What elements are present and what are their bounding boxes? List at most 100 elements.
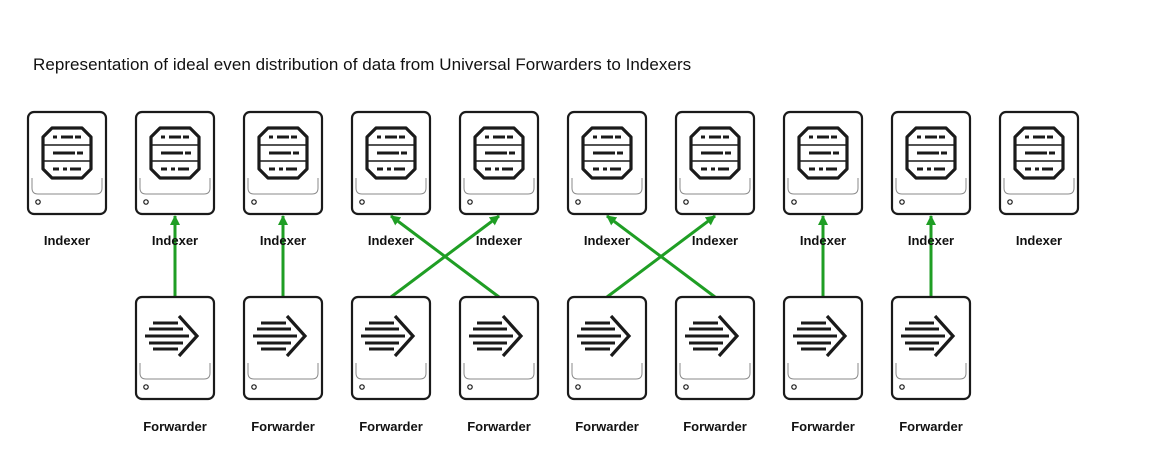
power-led — [143, 199, 149, 205]
server-bay-line — [139, 363, 211, 380]
data-flow-arrow — [606, 214, 716, 299]
forwarder-label: Forwarder — [899, 419, 963, 434]
server-bay-line — [895, 363, 967, 380]
forwarder-chevron — [501, 314, 524, 358]
indexer-node: Indexer — [242, 110, 324, 248]
server-bay-line — [679, 178, 751, 195]
forwarder-chevron — [285, 314, 308, 358]
indexer-label: Indexer — [692, 233, 738, 248]
forwarder-server-icon — [901, 314, 956, 358]
indexer-server-icon — [149, 126, 201, 180]
power-led — [467, 199, 473, 205]
power-led — [791, 384, 797, 390]
forwarder-label: Forwarder — [359, 419, 423, 434]
power-led — [35, 199, 41, 205]
server-bay-line — [463, 178, 535, 195]
indexer-label: Indexer — [908, 233, 954, 248]
indexer-label: Indexer — [1016, 233, 1062, 248]
forwarder-chevron — [609, 314, 632, 358]
indexer-node: Indexer — [890, 110, 972, 248]
power-led — [467, 384, 473, 390]
forwarder-node: Forwarder — [350, 295, 432, 434]
indexer-server-icon — [257, 126, 309, 180]
forwarder-chevron — [825, 314, 848, 358]
indexer-node: Indexer — [998, 110, 1080, 248]
forwarder-node: Forwarder — [242, 295, 324, 434]
forwarder-label: Forwarder — [143, 419, 207, 434]
forwarder-label: Forwarder — [575, 419, 639, 434]
diagram-title: Representation of ideal even distributio… — [33, 55, 692, 74]
indexer-label: Indexer — [260, 233, 306, 248]
indexer-label: Indexer — [476, 233, 522, 248]
forwarder-server-icon — [145, 314, 200, 358]
power-led — [1007, 199, 1013, 205]
forwarder-node: Forwarder — [134, 295, 216, 434]
indexer-node: Indexer — [350, 110, 432, 248]
power-led — [683, 199, 689, 205]
indexer-node: Indexer — [26, 110, 108, 248]
indexer-label: Indexer — [368, 233, 414, 248]
indexer-server-icon — [905, 126, 957, 180]
forwarder-server-icon — [793, 314, 848, 358]
power-led — [791, 199, 797, 205]
server-bay-line — [355, 178, 427, 195]
forwarder-label: Forwarder — [251, 419, 315, 434]
indexer-server-icon — [365, 126, 417, 180]
forwarder-server-icon — [577, 314, 632, 358]
forwarder-server-icon — [469, 314, 524, 358]
server-bay-line — [679, 363, 751, 380]
data-flow-arrow — [390, 214, 500, 299]
indexer-server-icon — [41, 126, 93, 180]
forwarder-server-icon — [253, 314, 308, 358]
forwarder-node: Forwarder — [890, 295, 972, 434]
indexer-node: Indexer — [782, 110, 864, 248]
indexer-label: Indexer — [152, 233, 198, 248]
power-led — [359, 384, 365, 390]
forwarder-label: Forwarder — [791, 419, 855, 434]
server-bay-line — [895, 178, 967, 195]
indexer-server-icon — [473, 126, 525, 180]
arrows-layer — [170, 214, 936, 299]
server-bay-line — [247, 363, 319, 380]
forwarder-node: Forwarder — [458, 295, 540, 434]
power-led — [251, 199, 257, 205]
indexer-server-icon — [689, 126, 741, 180]
server-bay-line — [571, 178, 643, 195]
indexer-server-icon — [797, 126, 849, 180]
forwarder-label: Forwarder — [467, 419, 531, 434]
forwarder-chevron — [393, 314, 416, 358]
indexer-label: Indexer — [44, 233, 90, 248]
forwarder-chevron — [717, 314, 740, 358]
forwarder-chevron — [933, 314, 956, 358]
power-led — [899, 384, 905, 390]
power-led — [575, 384, 581, 390]
server-bay-line — [463, 363, 535, 380]
power-led — [899, 199, 905, 205]
server-bay-line — [787, 363, 859, 380]
indexer-server-icon — [581, 126, 633, 180]
server-bay-line — [355, 363, 427, 380]
forwarder-node: Forwarder — [566, 295, 648, 434]
forwarder-node: Forwarder — [782, 295, 864, 434]
indexer-server-icon — [1013, 126, 1065, 180]
server-bay-line — [1003, 178, 1075, 195]
power-led — [575, 199, 581, 205]
power-led — [143, 384, 149, 390]
indexer-node: Indexer — [134, 110, 216, 248]
forwarder-chevron — [177, 314, 200, 358]
power-led — [359, 199, 365, 205]
forwarder-server-icon — [685, 314, 740, 358]
forwarder-server-icon — [361, 314, 416, 358]
power-led — [251, 384, 257, 390]
server-bay-line — [31, 178, 103, 195]
forwarder-node: Forwarder — [674, 295, 756, 434]
server-bay-line — [787, 178, 859, 195]
indexer-node: Indexer — [566, 110, 648, 248]
power-led — [683, 384, 689, 390]
indexer-label: Indexer — [584, 233, 630, 248]
server-bay-line — [139, 178, 211, 195]
server-bay-line — [571, 363, 643, 380]
